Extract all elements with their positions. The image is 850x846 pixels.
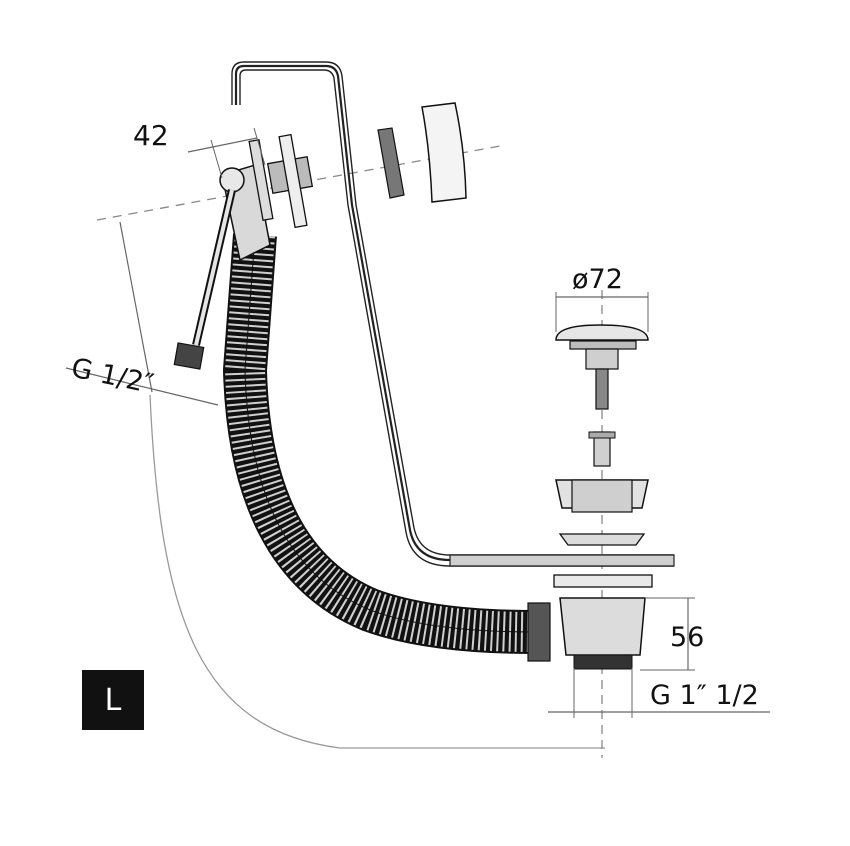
plug-stem [595, 368, 609, 410]
supply-nut [173, 342, 205, 370]
orientation-badge: L [82, 670, 144, 730]
hose-nut [527, 602, 551, 662]
dimension-waste-thread: G 1″ 1/2 [650, 680, 759, 711]
overflow-cover [421, 102, 467, 203]
overflow-clip [377, 127, 405, 199]
dimension-plug-diameter: ø72 [572, 264, 623, 295]
dimension-supply-thread: G 1/2″ [69, 353, 157, 401]
plug-cap [555, 324, 649, 341]
waste-washer [553, 574, 653, 588]
dimension-depth: 42 [133, 119, 169, 152]
reference-arc [149, 394, 605, 749]
dimension-height: 56 [670, 622, 704, 653]
waste-body [559, 597, 646, 656]
control-cable [234, 64, 674, 562]
overflow-flange [248, 138, 274, 222]
